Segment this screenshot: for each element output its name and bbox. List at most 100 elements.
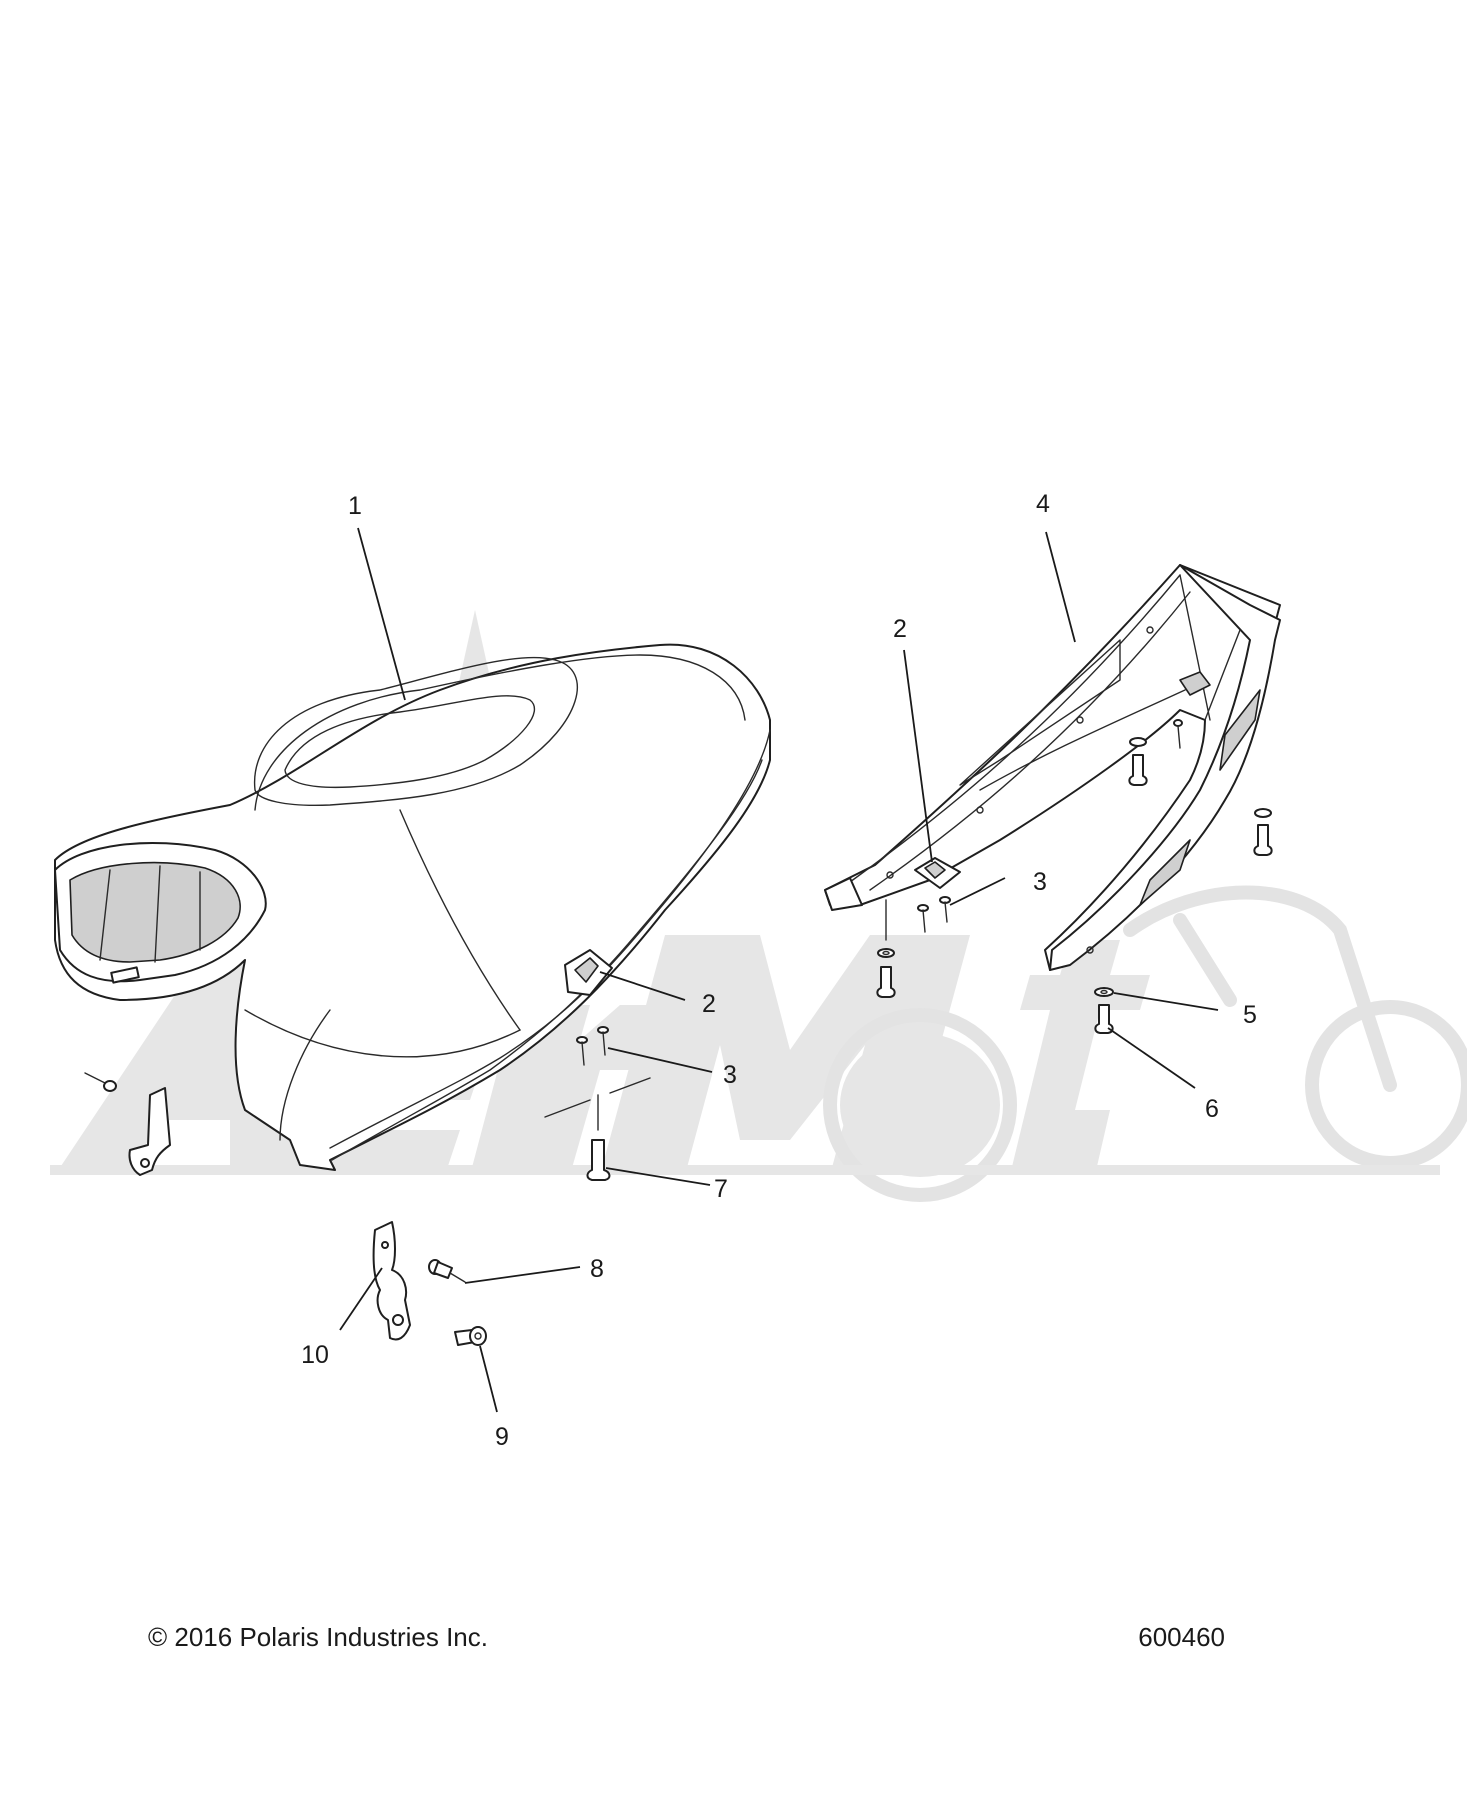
- seat-hump: [254, 654, 746, 811]
- bracket-top-hole: [381, 1241, 389, 1249]
- tray-latch: [914, 857, 961, 889]
- tray-side-vent-1: [1219, 689, 1261, 771]
- left-rivet-shaft: [84, 1072, 106, 1084]
- seat: [54, 643, 771, 1171]
- tray-side-vent-2: [1139, 839, 1191, 906]
- callout-2-seat: 2: [702, 990, 716, 1018]
- tray-side-wall: [1049, 564, 1281, 971]
- seat-pad-inner: [284, 695, 536, 789]
- tray-hole-5: [1086, 946, 1094, 954]
- left-bracket-group: [84, 1072, 171, 1176]
- leader-10: [339, 1267, 383, 1331]
- tray-latch-hook: [924, 861, 946, 879]
- seat-pocket-interior: [69, 861, 241, 963]
- leader-9: [479, 1345, 498, 1413]
- leader-3-seat: [607, 1047, 713, 1073]
- left-bracket-hole: [140, 1158, 150, 1168]
- washer-part-5: [1094, 987, 1114, 997]
- watermark-letter-o: [840, 1033, 1000, 1177]
- seat-outline: [54, 643, 771, 1171]
- leader-lines: [339, 527, 1219, 1413]
- tray-screws: [917, 896, 951, 933]
- bolt-part-6: [1094, 1004, 1114, 1034]
- tray-washer-b: [1129, 737, 1147, 747]
- tray-rim-inner: [869, 591, 1191, 891]
- seat-latch-hook: [574, 957, 599, 983]
- callout-7: 7: [714, 1175, 728, 1203]
- left-rivet-head: [103, 1080, 117, 1092]
- tray-rim: [849, 574, 1181, 883]
- leader-2-seat: [599, 971, 686, 1001]
- tray-front-cap: [824, 877, 863, 911]
- bracket-part-10: [372, 1221, 411, 1341]
- striker-pin: [586, 1139, 611, 1181]
- watermark-wheel: [1305, 1000, 1467, 1170]
- watermark-frame: [1123, 885, 1397, 1092]
- callout-2-tray: 2: [893, 615, 907, 643]
- seat-seam-left: [279, 1009, 331, 1141]
- tray-bolt-c: [1253, 824, 1273, 856]
- bracket-screw-part-9: [454, 1326, 487, 1346]
- center-dash-2: [609, 1077, 651, 1094]
- tray-inner-wall: [1179, 574, 1211, 721]
- watermark-underline: [50, 1165, 1440, 1175]
- tray-bolt-b: [1128, 754, 1148, 786]
- callout-8: 8: [590, 1255, 604, 1283]
- callout-5: 5: [1243, 1001, 1257, 1029]
- bracket-bottom-hole: [392, 1314, 404, 1326]
- tray-floor-panel: [959, 639, 1121, 786]
- leader-8: [464, 1266, 581, 1284]
- seat-pocket-tab: [110, 966, 140, 984]
- seat-pocket-rib-2: [154, 865, 161, 963]
- tray-screw-left: [917, 904, 929, 933]
- callout-1: 1: [348, 492, 362, 520]
- tray-screw-right: [939, 896, 951, 923]
- seat-skirt-lower: [331, 759, 763, 1161]
- left-bracket: [128, 1087, 171, 1176]
- seat-screws: [576, 1026, 609, 1066]
- seat-seam-center: [399, 809, 521, 1031]
- callout-9: 9: [495, 1423, 509, 1451]
- seat-pad-outer: [253, 656, 578, 807]
- striker-pin-group: [544, 1077, 651, 1181]
- center-dash-1: [544, 1099, 591, 1118]
- diagram-number: 600460: [1138, 1622, 1225, 1652]
- bracket-assembly: [372, 1221, 487, 1346]
- tray-hole-2: [976, 806, 984, 814]
- callout-3-tray: 3: [1033, 868, 1047, 896]
- watermark-wheel-rear: [823, 1008, 1017, 1202]
- tray-screw-top: [1173, 719, 1183, 749]
- watermark-letter-t: [1010, 940, 1150, 1175]
- leader-2-tray: [903, 649, 933, 863]
- tray-floor-groove: [979, 689, 1186, 791]
- tray-hole-1: [886, 871, 894, 879]
- leader-5: [1113, 992, 1219, 1011]
- copyright-text: © 2016 Polaris Industries Inc.: [148, 1622, 488, 1652]
- tray-latch-block: [1179, 671, 1211, 696]
- tray-hole-3: [1076, 716, 1084, 724]
- leader-1: [357, 527, 406, 701]
- callout-4: 4: [1036, 490, 1050, 518]
- tray-bolt-a: [876, 966, 896, 998]
- callout-10: 10: [301, 1341, 329, 1369]
- callout-labels: 1 2 2 3 3 4 5 6 7 8 9 10: [301, 490, 1257, 1451]
- leader-3-tray: [949, 877, 1006, 906]
- callout-6: 6: [1205, 1095, 1219, 1123]
- seat-seam-cross: [244, 1009, 521, 1058]
- callout-3-seat: 3: [723, 1061, 737, 1089]
- tray-washer-a: [877, 948, 895, 958]
- tray-inner-edge: [1204, 629, 1241, 721]
- tray-fasteners: [876, 719, 1273, 998]
- seat-screw-right: [597, 1026, 609, 1056]
- seat-screw-left: [576, 1036, 588, 1066]
- rivet-part-8: [428, 1259, 466, 1283]
- seat-pocket-rib-1: [99, 869, 111, 961]
- leader-7: [605, 1167, 711, 1186]
- tray-hole-4: [1146, 626, 1154, 634]
- tray-washer-c: [1254, 808, 1272, 818]
- leader-6: [1107, 1027, 1196, 1089]
- leader-4: [1045, 531, 1076, 643]
- seat-latch: [564, 949, 613, 996]
- footer: © 2016 Polaris Industries Inc. 600460: [148, 1622, 1225, 1652]
